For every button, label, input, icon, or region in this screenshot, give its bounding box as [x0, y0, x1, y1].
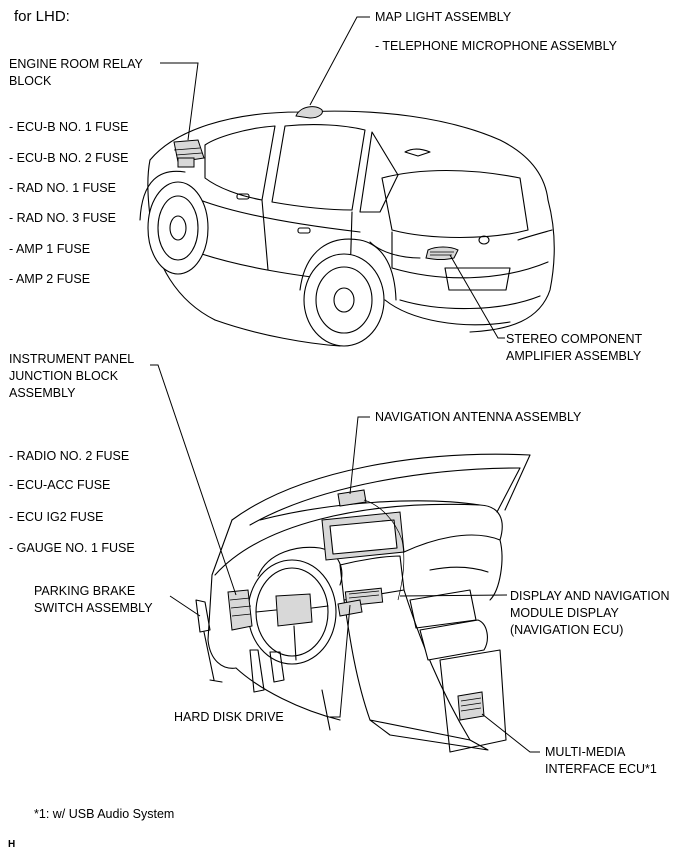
fuse-label: - ECU-ACC FUSE: [9, 478, 111, 492]
mmi-ecu-label-line2: INTERFACE ECU*1: [545, 762, 657, 776]
display-nav-label-line3: (NAVIGATION ECU): [510, 623, 624, 637]
vehicle-exterior-drawing: [139, 106, 555, 347]
fuse-label: - RAD NO. 1 FUSE: [9, 181, 116, 195]
junction-block-label-line3: ASSEMBLY: [9, 386, 76, 400]
amplifier-label-line2: AMPLIFIER ASSEMBLY: [506, 349, 642, 363]
map-light-label: MAP LIGHT ASSEMBLY: [375, 10, 512, 24]
fuse-label: - RAD NO. 3 FUSE: [9, 211, 116, 225]
parking-brake-label-line2: SWITCH ASSEMBLY: [34, 601, 153, 615]
dashboard-interior-drawing: [195, 453, 531, 753]
nav-antenna-label: NAVIGATION ANTENNA ASSEMBLY: [375, 410, 582, 424]
bottom-leader-lines: [150, 364, 540, 753]
header-title: for LHD:: [14, 8, 70, 25]
corner-mark: H: [8, 839, 16, 850]
footnote: *1: w/ USB Audio System: [34, 807, 175, 821]
fuse-label: - AMP 2 FUSE: [9, 272, 91, 286]
fuse-label: - ECU-B NO. 1 FUSE: [9, 120, 129, 134]
top-leader-lines: [160, 16, 505, 339]
relay-block-label-line1: ENGINE ROOM RELAY: [9, 57, 143, 71]
fuse-label: - AMP 1 FUSE: [9, 242, 91, 256]
display-nav-label-line2: MODULE DISPLAY: [510, 606, 619, 620]
display-nav-label-line1: DISPLAY AND NAVIGATION: [510, 589, 670, 603]
fuse-label: - GAUGE NO. 1 FUSE: [9, 541, 135, 555]
relay-block-label-line2: BLOCK: [9, 74, 52, 88]
fuse-label: - RADIO NO. 2 FUSE: [9, 449, 130, 463]
telephone-mic-label: - TELEPHONE MICROPHONE ASSEMBLY: [375, 39, 617, 53]
fuse-label: - ECU-B NO. 2 FUSE: [9, 151, 129, 165]
junction-block-label-line2: JUNCTION BLOCK: [9, 369, 119, 383]
junction-block-label-line1: INSTRUMENT PANEL: [9, 352, 135, 366]
mmi-ecu-label-line1: MULTI-MEDIA: [545, 745, 626, 759]
fuse-label: - ECU IG2 FUSE: [9, 510, 104, 524]
parking-brake-label-line1: PARKING BRAKE: [34, 584, 136, 598]
amplifier-label-line1: STEREO COMPONENT: [506, 332, 643, 346]
hdd-label: HARD DISK DRIVE: [174, 710, 284, 724]
